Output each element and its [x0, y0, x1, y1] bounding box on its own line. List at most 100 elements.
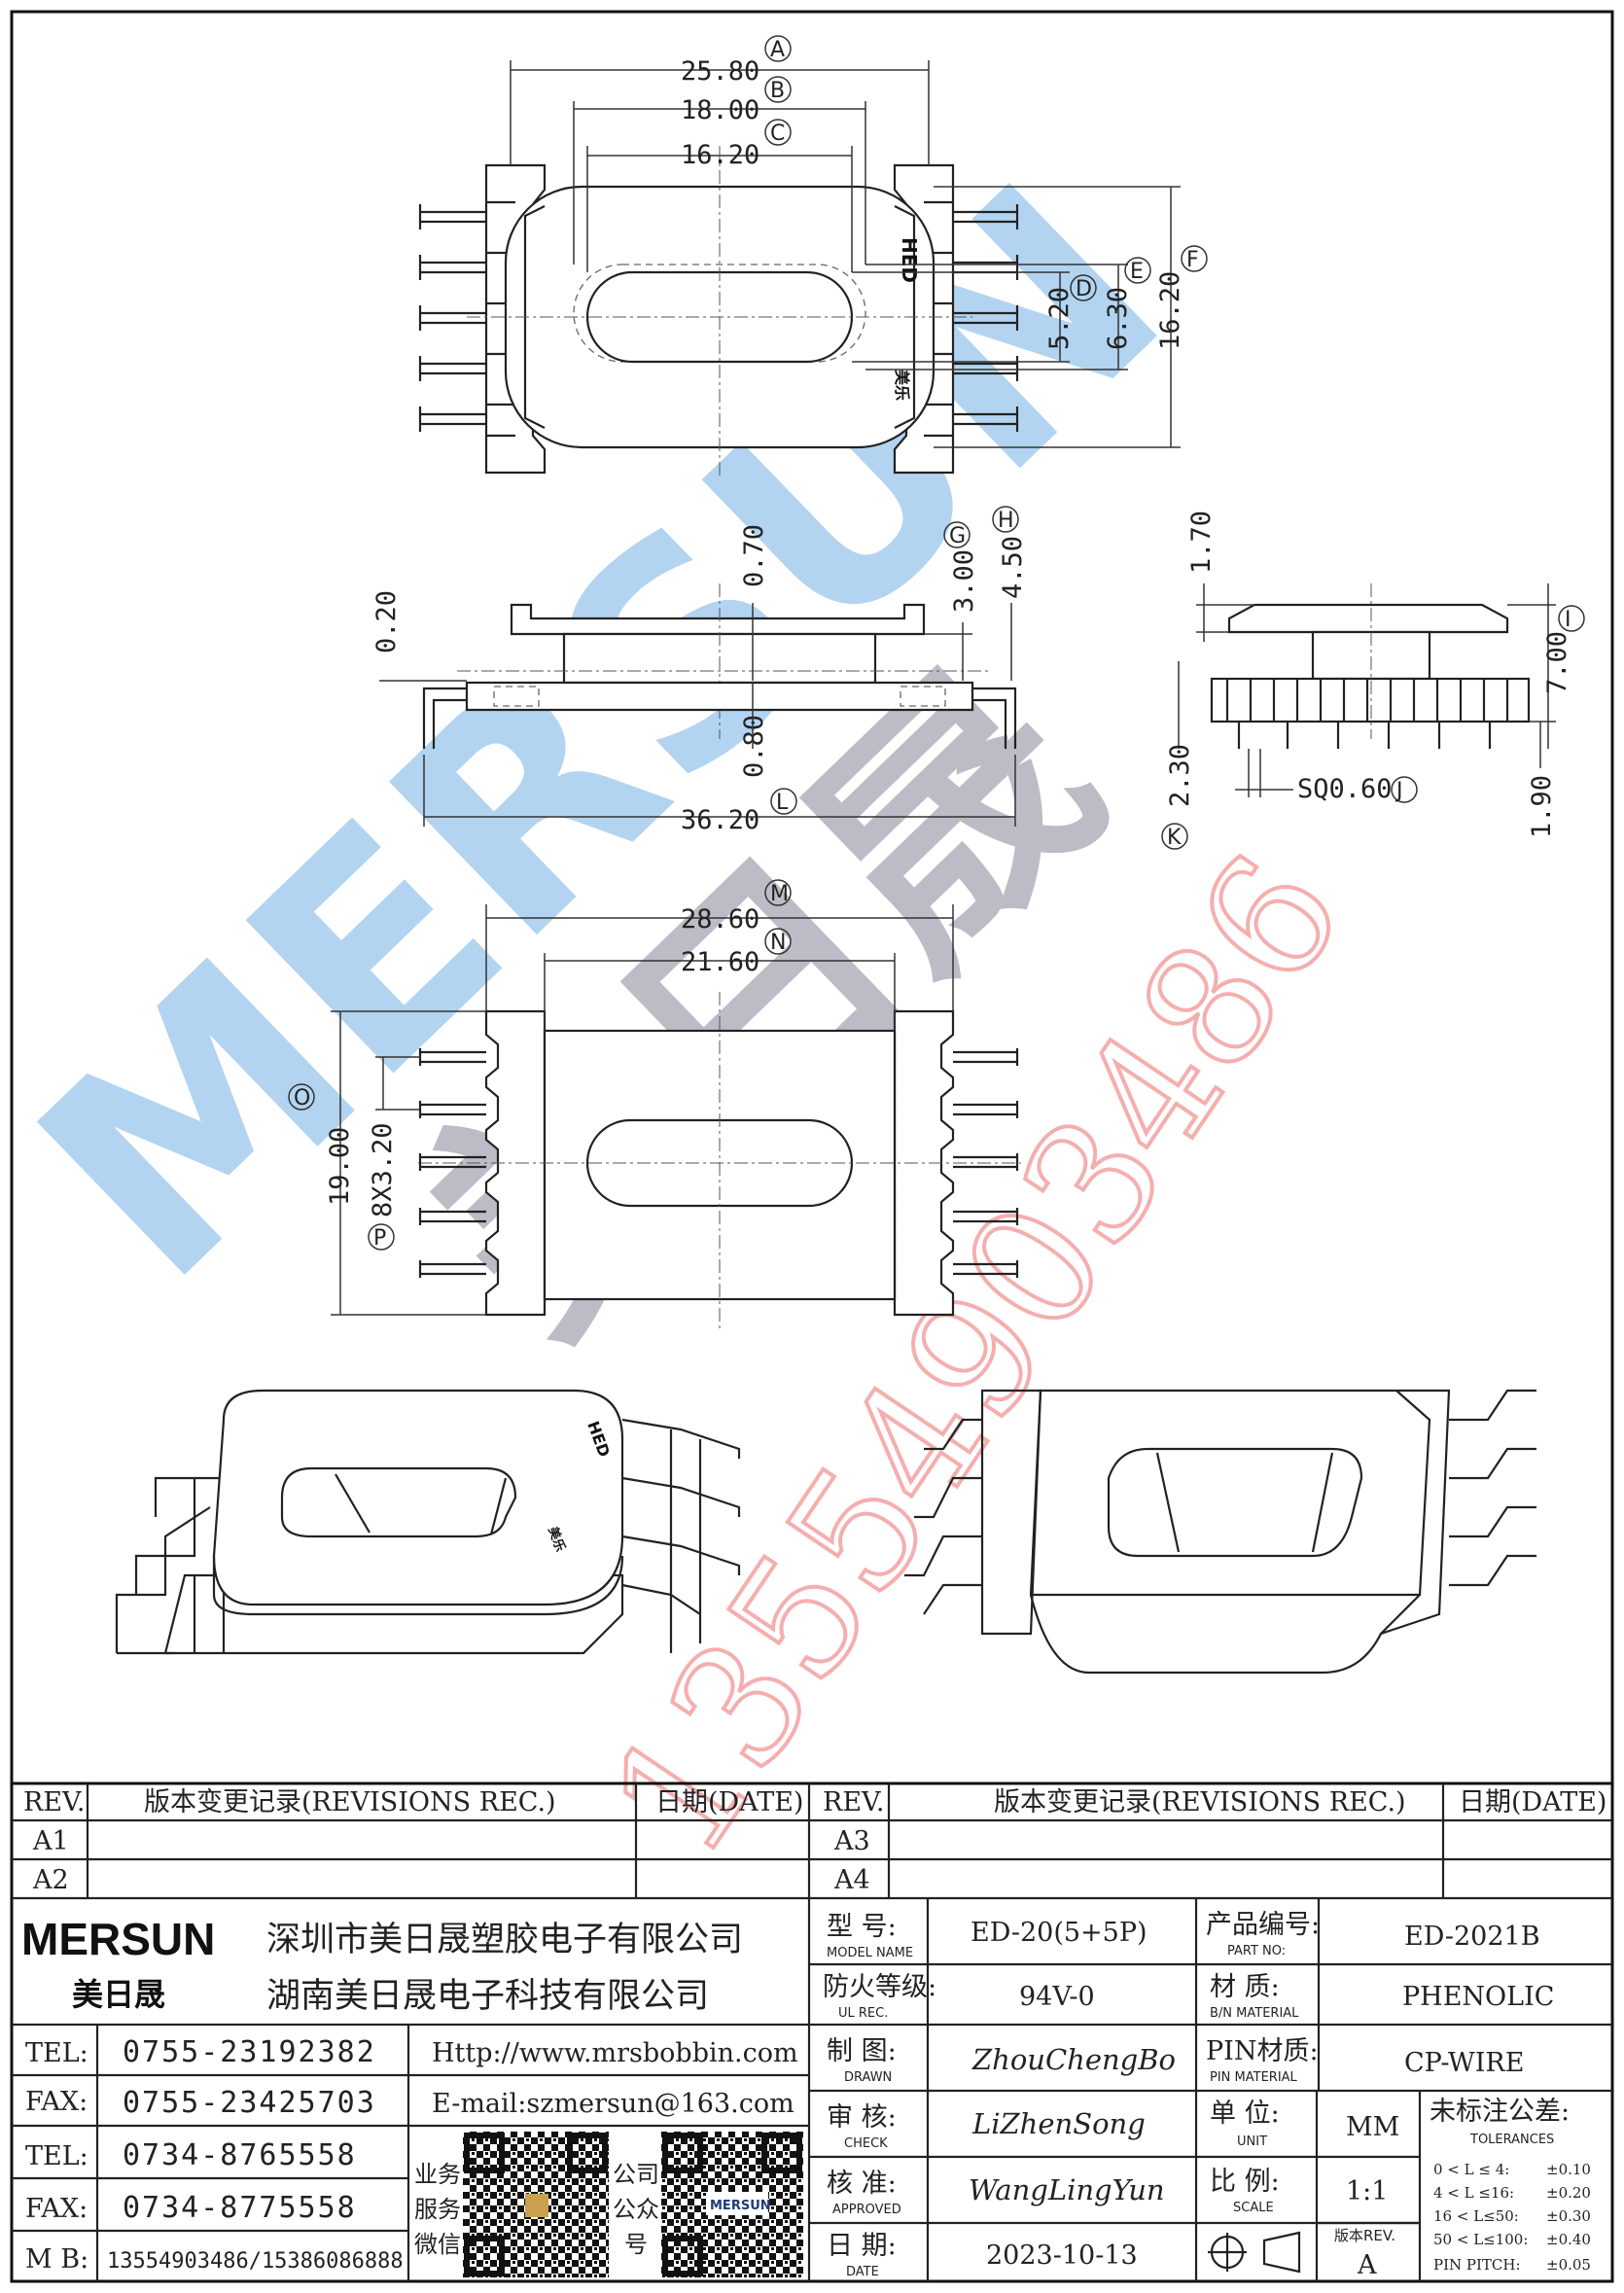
- dim-O-letter: O: [294, 1086, 310, 1111]
- qr-official-label-2: 公众: [613, 2196, 659, 2223]
- qr-service-label-2: 服务: [414, 2196, 461, 2223]
- dim-P-letter: P: [373, 1226, 386, 1251]
- rev-left-header-record: 版本变更记录(REVISIONS REC.): [144, 1787, 556, 1817]
- text-mark: 美乐: [893, 370, 911, 401]
- rev-right-row-a4: A4: [833, 1865, 870, 1895]
- dim-I-letter: I: [1565, 608, 1571, 632]
- field-ul-value: 94V-0: [1019, 1982, 1095, 2012]
- top-view-left-pins: [418, 204, 486, 432]
- field-drawn-label: 制 图:: [827, 2036, 897, 2066]
- field-approved-value: WangLingYun: [969, 2173, 1165, 2206]
- qr-code-official: MERSUN: [661, 2132, 803, 2277]
- company-logo: MERSUN: [21, 1914, 215, 1964]
- brand-code-mark: HED: [898, 237, 921, 283]
- tolerance-row-1-range: 0 < L ≤ 4:: [1433, 2161, 1509, 2178]
- contact-label-tel-1: TEL:: [25, 2038, 88, 2068]
- qr-official-label-3: 号: [624, 2231, 648, 2258]
- field-drawn-value: ZhouChengBo: [971, 2043, 1176, 2076]
- contact-label-tel-2: TEL:: [25, 2141, 88, 2171]
- dim-M-letter: M: [770, 882, 789, 906]
- field-material-en: B/N MATERIAL: [1210, 2006, 1299, 2021]
- company-logo-subtitle: 美日晟: [72, 1976, 165, 2013]
- dim-J-value: SQ0.60: [1297, 774, 1393, 804]
- dim-A-value: 25.80: [681, 56, 759, 87]
- dim-E-value: 6.30: [1103, 287, 1133, 350]
- field-pin-material-en: PIN MATERIAL: [1210, 2070, 1298, 2085]
- isometric-view-left: HED 美乐: [115, 1389, 741, 1655]
- field-pin-material-label: PIN材质:: [1206, 2036, 1319, 2066]
- contact-label-fax-2: FAX:: [25, 2194, 88, 2224]
- dim-side-top-thickness: 0.20: [371, 590, 402, 653]
- contact-value-mobile: 13554903486/15386086888: [107, 2249, 404, 2274]
- rev-right-header-record: 版本变更记录(REVISIONS REC.): [994, 1787, 1406, 1817]
- top-view: HED 美乐 25.80 A 18.00 B 16.20 C 5.20 D 6.…: [418, 35, 1208, 476]
- dim-P-value: 8X3.20: [368, 1122, 398, 1217]
- tolerance-row-4-range: 50 < L≤100:: [1433, 2231, 1528, 2248]
- company-website: Http://www.mrsbobbin.com: [432, 2038, 798, 2068]
- qr-official-label-1: 公司: [613, 2161, 659, 2188]
- field-date-value: 2023-10-13: [986, 2240, 1138, 2271]
- tolerance-row-3-tol: ±0.30: [1546, 2207, 1591, 2225]
- rev-right-header-rev: REV.: [823, 1787, 884, 1817]
- field-partno-en: PART NO:: [1227, 1944, 1286, 1958]
- dim-K-letter: K: [1167, 826, 1182, 850]
- contact-value-fax-2: 0734-8775558: [123, 2191, 357, 2225]
- dim-A-letter: A: [770, 38, 785, 62]
- dim-C-value: 16.20: [681, 140, 759, 170]
- dim-F-value: 16.20: [1155, 271, 1185, 350]
- field-ul-en: UL REC.: [838, 2006, 888, 2021]
- company-name-hunan: 湖南美日晟电子科技有限公司: [266, 1977, 709, 2016]
- field-scale-value: 1:1: [1346, 2176, 1388, 2206]
- dim-side-upper: 0.70: [739, 524, 769, 587]
- field-ul-label: 防火等级:: [823, 1972, 936, 2002]
- dim-B-value: 18.00: [681, 95, 759, 125]
- dim-F-letter: F: [1186, 248, 1199, 272]
- bottom-view: 28.60 M 21.60 N 19.00 O 8X3.20 P: [288, 879, 1021, 1332]
- dim-H-letter: H: [998, 509, 1014, 533]
- field-version-value: A: [1357, 2250, 1377, 2280]
- tolerance-row-5-tol: ±0.05: [1546, 2256, 1591, 2274]
- tolerance-row-2-tol: ±0.20: [1546, 2184, 1591, 2202]
- qr-official-brand: MERSUN: [710, 2199, 771, 2213]
- field-check-value: LiZhenSong: [971, 2107, 1146, 2140]
- field-date-label: 日 期:: [827, 2231, 897, 2261]
- qr-code-service: [463, 2132, 609, 2277]
- title-block: REV. 版本变更记录(REVISIONS REC.) 日期(DATE) A1 …: [10, 1781, 1614, 2283]
- dim-L-letter: L: [776, 791, 789, 815]
- field-partno-label: 产品编号:: [1206, 1910, 1320, 1940]
- dim-I-value: 7.00: [1542, 631, 1572, 694]
- dim-L-value: 36.20: [681, 805, 759, 835]
- contact-value-tel-1: 0755-23192382: [123, 2035, 376, 2069]
- field-pin-material-value: CP-WIRE: [1404, 2048, 1524, 2078]
- field-approved-en: APPROVED: [832, 2203, 901, 2217]
- contact-label-fax-1: FAX:: [25, 2087, 88, 2117]
- dim-end-bottom: 1.90: [1527, 775, 1557, 838]
- field-check-en: CHECK: [844, 2136, 888, 2151]
- company-name-shenzhen: 深圳市美日晟塑胶电子有限公司: [266, 1921, 743, 1959]
- dim-G-value: 3.00: [949, 549, 979, 613]
- qr-service-label-1: 业务: [414, 2161, 461, 2188]
- dim-E-letter: E: [1130, 260, 1144, 284]
- dim-H-value: 4.50: [998, 536, 1028, 599]
- tolerance-title: 未标注公差:: [1430, 2097, 1570, 2127]
- company-email: E-mail:szmersun@163.com: [432, 2089, 794, 2119]
- tolerance-row-4-tol: ±0.40: [1546, 2231, 1591, 2248]
- field-model-en: MODEL NAME: [827, 1946, 913, 1960]
- field-date-en: DATE: [846, 2265, 879, 2279]
- tolerance-row-5-range: PIN PITCH:: [1433, 2256, 1521, 2274]
- dim-C-letter: C: [770, 122, 785, 146]
- tolerance-row-3-range: 16 < L≤50:: [1433, 2207, 1519, 2225]
- field-scale-en: SCALE: [1233, 2201, 1274, 2215]
- field-check-label: 审 核:: [827, 2102, 897, 2133]
- dim-D-letter: D: [1076, 277, 1092, 301]
- field-partno-value: ED-2021B: [1404, 1922, 1540, 1952]
- dim-N-value: 21.60: [681, 947, 759, 977]
- rev-left-header-date: 日期(DATE): [655, 1787, 803, 1817]
- field-material-value: PHENOLIC: [1402, 1982, 1554, 2012]
- field-unit-value: MM: [1346, 2112, 1399, 2142]
- dim-B-letter: B: [770, 79, 785, 103]
- projection-symbol-icon: [1208, 2231, 1301, 2274]
- field-unit-en: UNIT: [1237, 2134, 1267, 2149]
- dim-O-value: 19.00: [325, 1127, 355, 1206]
